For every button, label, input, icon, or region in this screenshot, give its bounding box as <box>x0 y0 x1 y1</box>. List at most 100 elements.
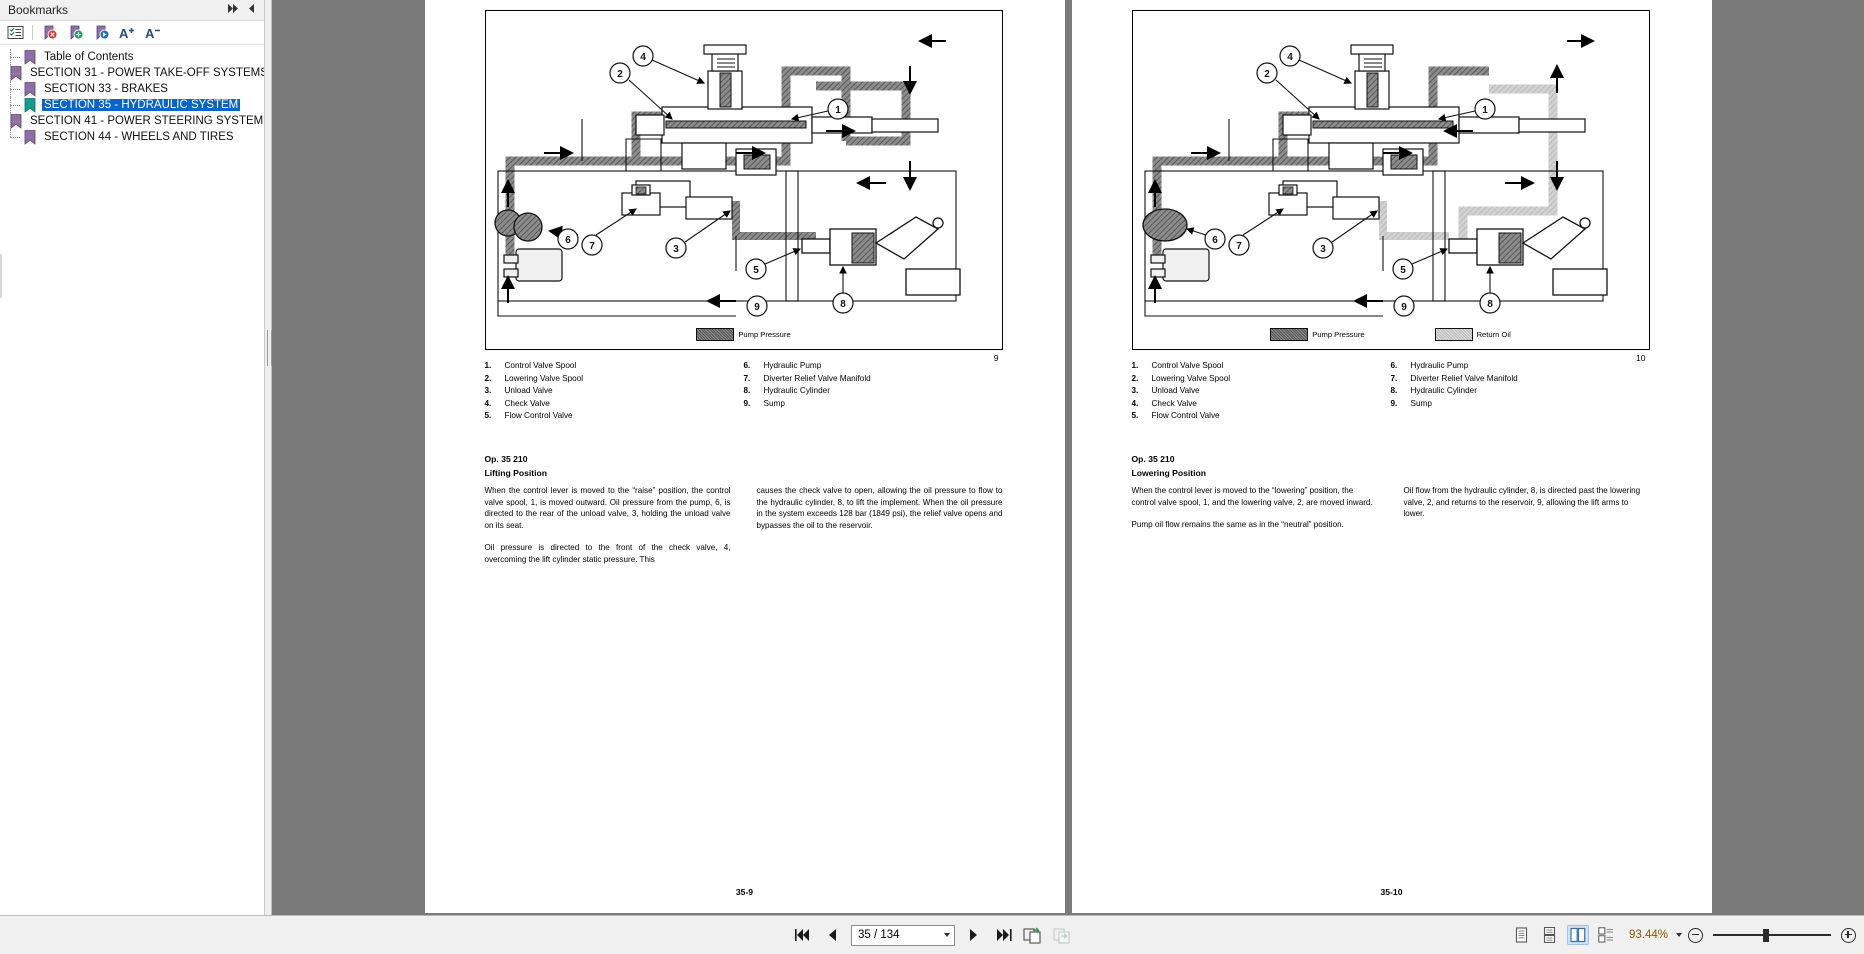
svg-text:A: A <box>119 26 129 41</box>
bookmark-item-4[interactable]: SECTION 41 - POWER STEERING SYSTEM <box>0 113 264 129</box>
part-item: 2. Lowering Valve Spool <box>1132 373 1391 386</box>
legend-label: Pump Pressure <box>1312 330 1365 339</box>
part-number: 5. <box>484 411 492 420</box>
body-column-2: causes the check valve to open, allowing… <box>757 485 1003 577</box>
parts-column-1: 1.Control Valve Spool 2. Lowering Valve S… <box>1132 360 1391 423</box>
part-item: 7.Diverter Relief Valve Manifold <box>1391 373 1650 386</box>
next-view-icon[interactable] <box>1051 925 1071 945</box>
op-title: Lowering Position <box>1131 468 1206 478</box>
part-item: 4. Check Valve <box>1132 398 1391 411</box>
bookmarks-tree: Table of Contents SECTION 31 - POWER TAK… <box>0 45 264 915</box>
paragraph: Oil flow from the hydraulic cylinder, 8,… <box>1403 486 1641 519</box>
bookmark-item-0[interactable]: Table of Contents <box>0 49 264 65</box>
bookmark-label: Table of Contents <box>44 51 134 63</box>
body-column-2: Oil flow from the hydraulic cylinder, 8,… <box>1404 485 1650 542</box>
page-footer-left: 35-9 <box>735 887 754 897</box>
zoom-out-icon[interactable] <box>1688 927 1703 943</box>
legend-item-pump-pressure: Pump Pressure <box>696 328 791 341</box>
part-name: Check Valve <box>504 398 550 408</box>
part-number: 5. <box>1131 411 1139 420</box>
panel-menu-icon[interactable] <box>248 3 256 17</box>
svg-text:7: 7 <box>589 241 595 252</box>
parts-column-1: 1.Control Valve Spool 2.Lowering Valve S… <box>485 360 744 423</box>
pdf-page-left[interactable]: 1 2 3 4 <box>424 0 1065 913</box>
paragraph: causes the check valve to open, allowing… <box>756 486 1003 530</box>
legend-item-return-oil: Return Oil <box>1434 328 1511 341</box>
single-page-view-icon[interactable] <box>1511 925 1533 945</box>
bookmark-label: SECTION 44 - WHEELS AND TIRES <box>44 131 234 143</box>
svg-text:8: 8 <box>1487 299 1493 310</box>
part-number: 2. <box>1131 373 1139 383</box>
zoom-slider-track <box>1713 934 1831 936</box>
first-page-icon[interactable] <box>793 925 813 945</box>
expand-current-bookmark-button[interactable] <box>2 22 28 43</box>
part-item: 1.Control Valve Spool <box>1132 360 1391 373</box>
part-item: 9.Sump <box>1391 398 1650 411</box>
zoom-slider-thumb[interactable] <box>1763 929 1769 942</box>
bookmark-item-5[interactable]: SECTION 44 - WHEELS AND TIRES <box>0 129 264 145</box>
part-name: Diverter Relief Valve Manifold <box>1410 373 1518 383</box>
last-page-icon[interactable] <box>993 925 1013 945</box>
zoom-in-icon[interactable] <box>1841 927 1856 943</box>
svg-text:3: 3 <box>673 244 679 255</box>
previous-page-icon[interactable] <box>822 925 842 945</box>
svg-text:2: 2 <box>617 69 623 80</box>
page-number-input[interactable]: 35 / 134 <box>851 924 955 946</box>
svg-text:1: 1 <box>835 105 841 116</box>
part-number: 1. <box>484 361 492 370</box>
paragraph: Oil pressure is directed to the front of… <box>484 543 731 564</box>
increase-text-size-button[interactable]: A <box>115 22 141 43</box>
bookmarks-panel-header: Bookmarks <box>0 0 264 21</box>
panel-scroll-handle[interactable] <box>0 254 2 298</box>
decrease-text-size-button[interactable]: A <box>141 22 167 43</box>
legend-item-pump-pressure: Pump Pressure <box>1270 328 1365 341</box>
zoom-slider[interactable] <box>1713 928 1831 942</box>
continuous-page-view-icon[interactable] <box>1539 925 1561 945</box>
part-number: 7. <box>743 373 751 383</box>
part-name: Control Valve Spool <box>1151 361 1224 370</box>
zoom-level-value[interactable]: 93.44% <box>1628 929 1668 941</box>
tree-connector <box>10 49 24 65</box>
part-name: Check Valve <box>1151 398 1197 408</box>
svg-text:6: 6 <box>1212 235 1218 246</box>
part-name: Sump <box>1410 398 1432 408</box>
document-viewport[interactable]: 1 2 3 4 <box>272 0 1864 915</box>
part-item: 8.Hydraulic Cylinder <box>744 385 1003 398</box>
part-name: Flow Control Valve <box>504 411 573 420</box>
bookmark-item-1[interactable]: SECTION 31 - POWER TAKE-OFF SYSTEMS <box>0 65 264 81</box>
previous-view-icon[interactable] <box>1022 925 1042 945</box>
delete-bookmark-button[interactable] <box>37 22 63 43</box>
panel-splitter[interactable] <box>265 0 272 915</box>
two-page-facing-view-icon[interactable] <box>1566 925 1589 945</box>
part-item: 6.Hydraulic Pump <box>744 360 1003 373</box>
svg-text:5: 5 <box>1400 265 1406 276</box>
part-number: 3. <box>1131 386 1139 395</box>
page-navigation-group: 35 / 134 <box>0 924 1864 946</box>
zoom-chevron-down-icon[interactable] <box>1676 933 1682 937</box>
hydraulic-diagram-lowering: 1 2 3 4 <box>1131 10 1650 363</box>
op-code: Op. 35 210 <box>1131 454 1175 464</box>
body-column-1: When the control lever is moved to the “… <box>1132 485 1378 542</box>
next-page-icon[interactable] <box>964 925 984 945</box>
part-number: 8. <box>1390 386 1398 395</box>
bookmark-label: SECTION 35 - HYDRAULIC SYSTEM <box>42 99 241 111</box>
bookmark-item-2[interactable]: SECTION 33 - BRAKES <box>0 81 264 97</box>
bookmark-label: SECTION 33 - BRAKES <box>44 83 168 95</box>
add-bookmark-button[interactable] <box>63 22 89 43</box>
part-name: Hydraulic Pump <box>763 361 822 370</box>
chevron-down-icon[interactable] <box>944 933 950 937</box>
part-number: 8. <box>743 386 751 395</box>
part-number: 2. <box>484 373 492 383</box>
tree-connector <box>10 81 24 97</box>
go-to-bookmark-button[interactable] <box>89 22 115 43</box>
two-page-continuous-view-icon[interactable] <box>1595 925 1617 945</box>
collapse-all-icon[interactable] <box>227 3 240 17</box>
bookmark-item-3[interactable]: SECTION 35 - HYDRAULIC SYSTEM <box>0 97 264 113</box>
part-name: Lowering Valve Spool <box>1151 373 1231 383</box>
part-name: Hydraulic Pump <box>1410 361 1469 370</box>
bookmark-label: SECTION 31 - POWER TAKE-OFF SYSTEMS <box>30 67 264 79</box>
part-name: Hydraulic Cylinder <box>1410 386 1477 395</box>
pdf-page-right[interactable]: 1 2 3 4 <box>1071 0 1712 913</box>
part-number: 4. <box>1131 398 1139 408</box>
